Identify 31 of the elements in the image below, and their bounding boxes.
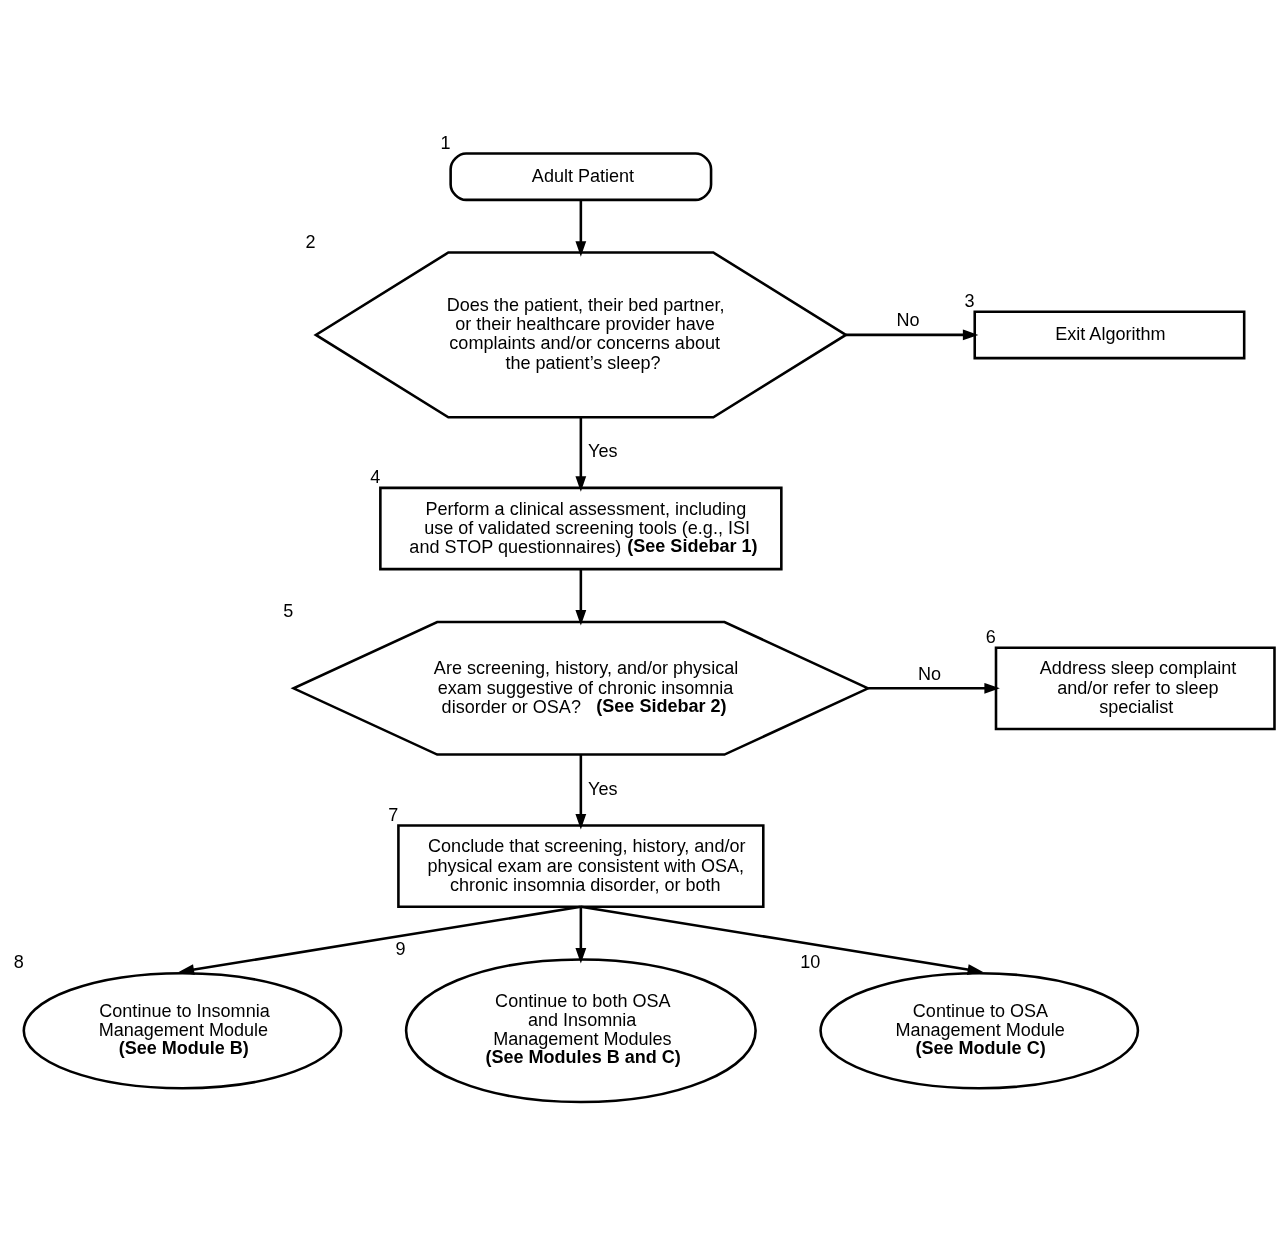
arrow [575,417,587,492]
node-label: 10 [800,952,821,973]
node-label: 5 [283,601,294,622]
node-ellipse: Continue to OSA Management Module (See Module C) [819,971,1140,1090]
arrow [575,754,587,830]
node-label: 2 [305,231,316,252]
edge-label: No [918,663,942,684]
node-label: 8 [13,952,24,973]
node-box: Perform a clinical assessment, including use of validated screening tools (e.g., ISI and STOP questionnaires) (See Sidebar 1) [379,486,783,571]
node-label: 6 [985,626,996,647]
node-label: 9 [395,938,406,959]
edge-label: Yes [588,778,618,799]
node-box: Exit Algorithm [973,310,1246,360]
node-label: 3 [964,290,975,311]
arrow [575,199,587,257]
node-label: 7 [388,804,399,825]
arrow [178,905,582,975]
arrow [575,906,587,964]
edge-label: No [896,310,920,331]
arrow [845,329,979,341]
node-ellipse: Continue to Insomnia Management Module (See Module B) [22,971,343,1090]
node-label: 4 [370,467,381,487]
arrow [580,905,984,975]
arrow [575,569,587,626]
edge-label: Yes [588,441,618,462]
node-ellipse: Continue to both OSA and Insomnia Management Modules (See Modules B and C) [404,958,757,1104]
node-box: Address sleep complaint and/or refer to sleep specialist [994,646,1276,731]
node-box: Adult Patient [449,152,713,202]
arrow [868,682,1000,694]
node-box: Conclude that screening, history, and/or physical exam are consistent with OSA, chronic insomnia disorder, or both [397,824,765,909]
node-label: 1 [440,132,451,153]
